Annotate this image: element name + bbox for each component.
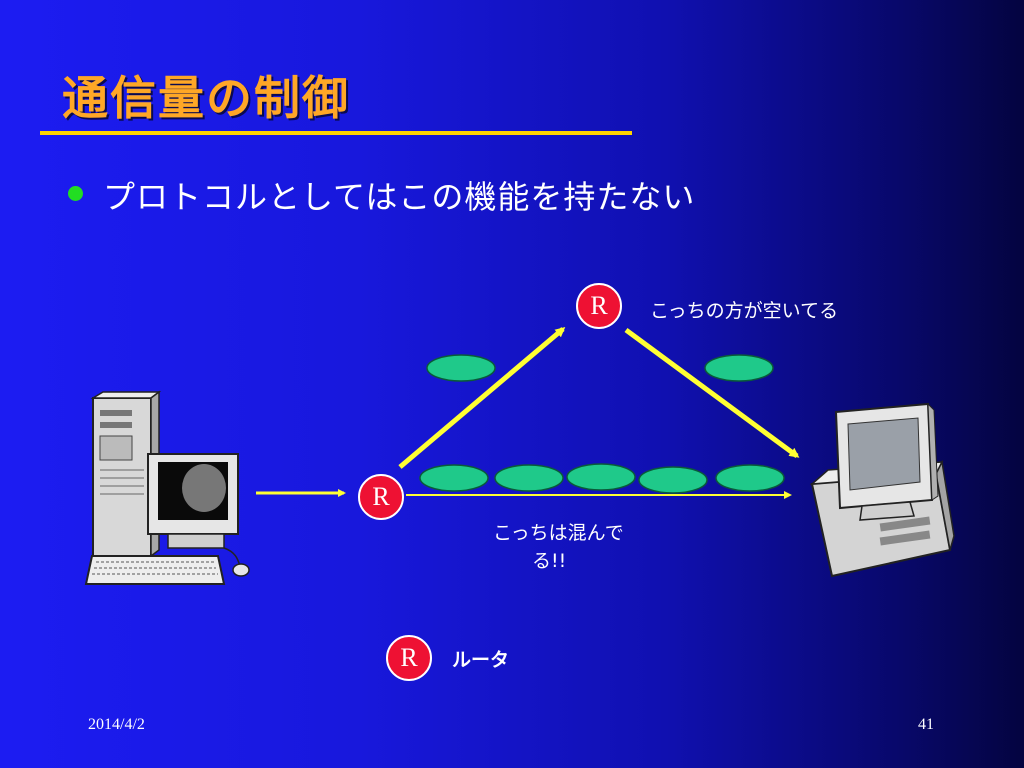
footer-date: 2014/4/2	[88, 716, 145, 733]
congested-label-line2: る!!	[532, 550, 567, 572]
desktop-computer-icon	[84, 390, 250, 585]
destination-computer-icon	[809, 402, 955, 578]
packet-congested-3	[566, 463, 636, 491]
packet-free-1	[426, 354, 496, 382]
slide-title: 通信量の制御	[62, 71, 350, 125]
congested-label-line1: こっちは混んで	[493, 522, 624, 544]
packet-congested-5	[715, 464, 785, 492]
bullet-text: プロトコルとしてはこの機能を持たない	[103, 178, 696, 216]
legend-router-icon: R	[386, 635, 432, 681]
router-top: R	[576, 283, 622, 329]
router-entry: R	[358, 474, 404, 520]
free-path-arrow-up	[398, 327, 566, 469]
free-path-arrow-down	[624, 327, 800, 459]
packet-congested-4	[638, 466, 708, 494]
packet-free-2	[704, 354, 774, 382]
footer-page-number: 41	[918, 716, 934, 733]
packet-congested-2	[494, 464, 564, 492]
bullet-dot-icon	[68, 186, 83, 201]
packet-congested-1	[419, 464, 489, 492]
free-path-label: こっちの方が空いてる	[650, 300, 839, 322]
legend-router-label: ルータ	[452, 649, 510, 671]
title-underline	[40, 131, 632, 135]
